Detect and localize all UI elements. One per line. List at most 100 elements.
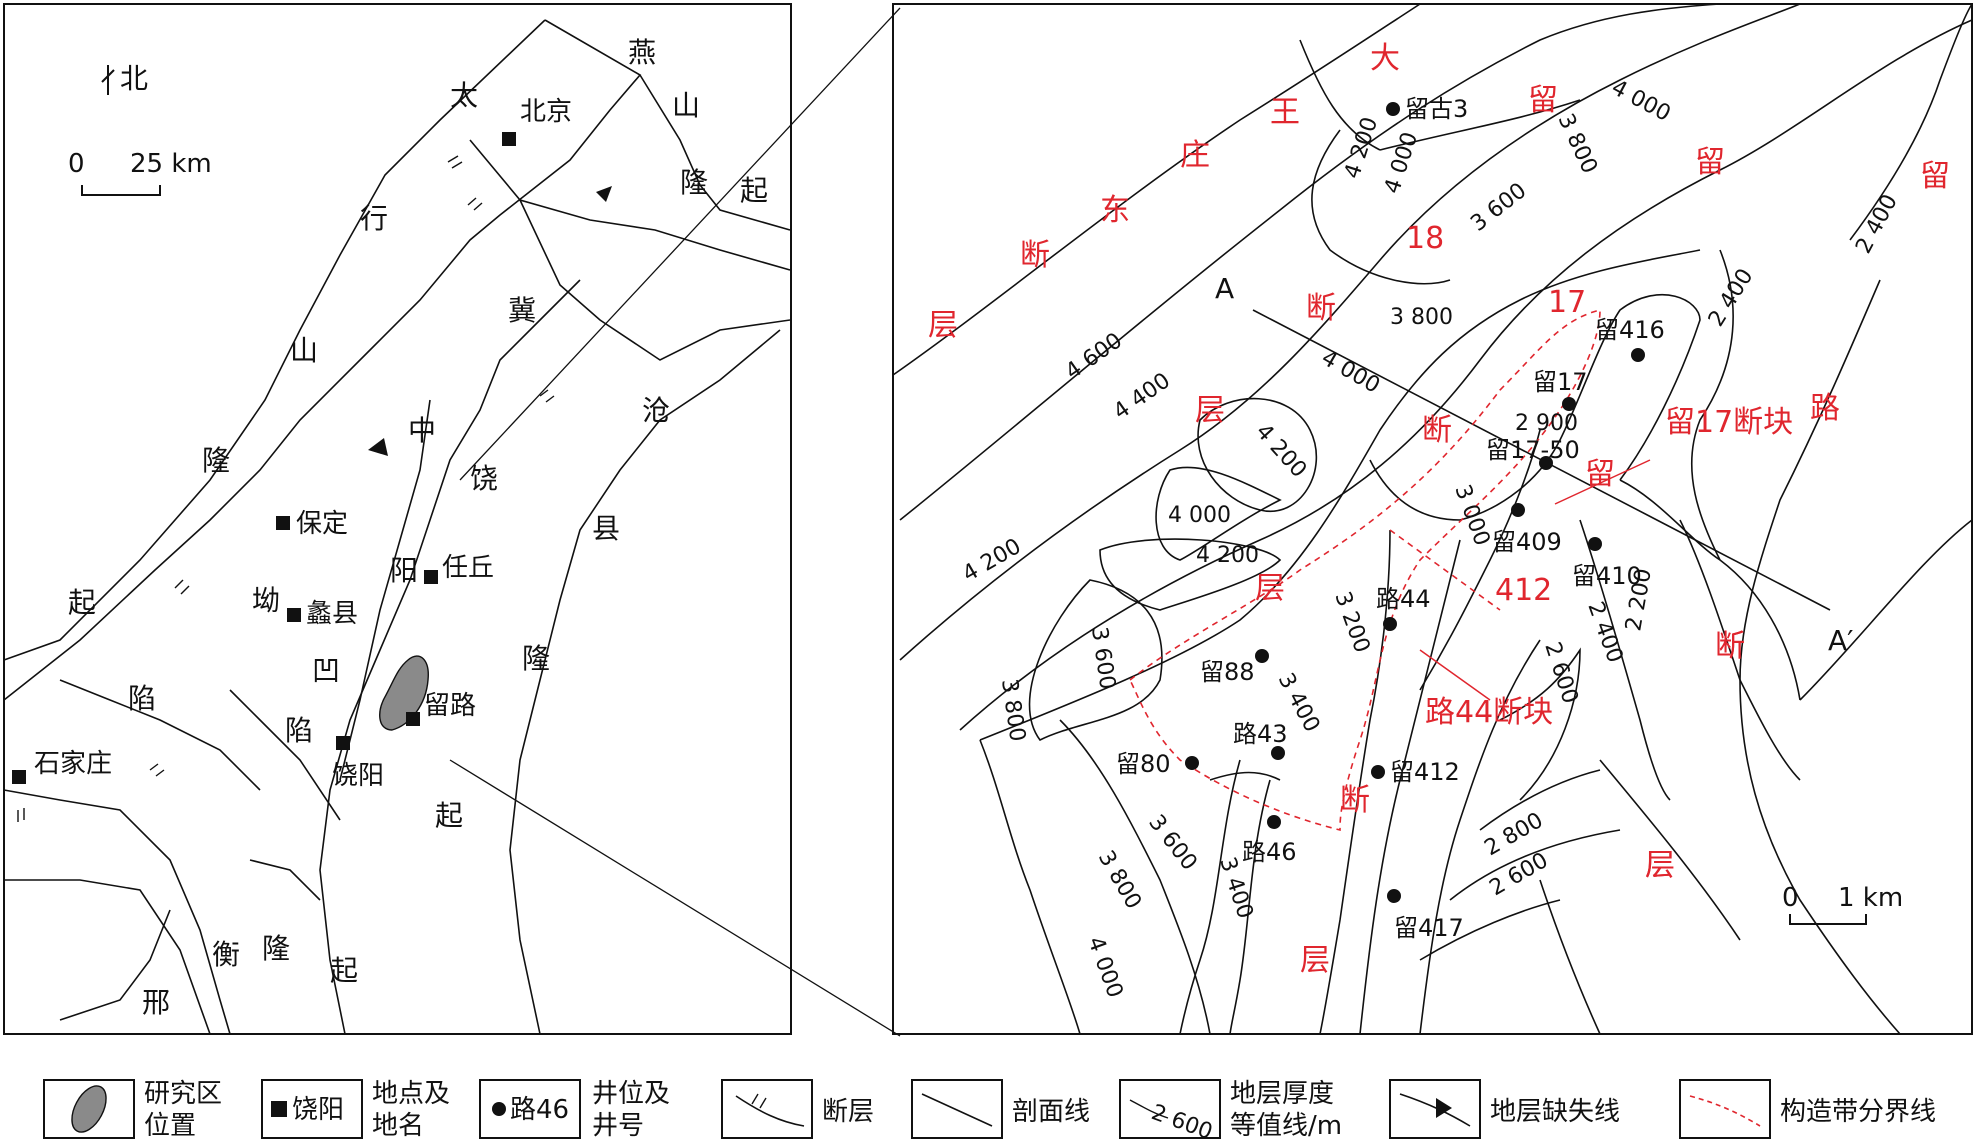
contour-value: 3 600 xyxy=(1086,625,1120,691)
region-char: 山 xyxy=(290,334,318,367)
strata-missing-icon xyxy=(596,186,612,202)
contour-icon xyxy=(1129,1099,1169,1119)
contour-value: 2 900 xyxy=(1515,411,1578,436)
fault-label: 留 xyxy=(1585,457,1615,492)
regional-cities: 北京 保定 任丘 蠡县 饶阳 留路 石家庄 xyxy=(12,97,572,791)
inset-connector-line xyxy=(459,7,901,481)
fault-icon xyxy=(735,1095,805,1127)
contour-value: 2 400 xyxy=(1851,190,1903,257)
city-marker-icon xyxy=(424,570,438,584)
contour-value: 4 200 xyxy=(1251,419,1312,483)
fault-label: 断 xyxy=(1340,783,1370,818)
section-end: A′ xyxy=(1828,624,1854,657)
fault-label: 层 xyxy=(1300,943,1330,978)
well-label: 路46 xyxy=(1242,838,1297,866)
region-char: 沧 xyxy=(642,394,670,427)
region-char: 燕 xyxy=(628,36,656,69)
regional-scale-start: 0 xyxy=(68,149,85,179)
well-marker-icon xyxy=(1386,102,1400,116)
legend-label: 等值线/m xyxy=(1230,1111,1342,1141)
legend-sample: 路46 xyxy=(510,1095,569,1125)
legend-label: 剖面线 xyxy=(1012,1097,1090,1127)
contour-value: 4 000 xyxy=(1607,75,1674,127)
contour-value: 3 800 xyxy=(1553,110,1602,178)
inset-connector-line xyxy=(449,759,901,1037)
regional-scale-end: 25 km xyxy=(130,149,212,179)
north-label: 北 xyxy=(120,62,148,95)
contour-value: 2 400 xyxy=(1582,599,1627,667)
region-char: 陷 xyxy=(285,714,313,747)
contour-value: 4 200 xyxy=(959,534,1026,587)
city-label: 北京 xyxy=(520,97,572,127)
well-marker-icon xyxy=(1539,456,1553,470)
well-label: 留17-50 xyxy=(1486,436,1580,464)
contour-value: 2 400 xyxy=(1704,265,1759,332)
contour-value: 3 800 xyxy=(996,677,1030,743)
city-marker-icon xyxy=(336,736,350,750)
detail-map: A A′ 大 王 庄 东 断 层 留 18 断 层 断 层 17 断 层 留 4… xyxy=(892,3,1973,1035)
legend-item-well: 路46 井位及 井号 xyxy=(479,1079,670,1141)
city-label: 蠡县 xyxy=(306,599,358,629)
well-label: 留17 xyxy=(1533,368,1588,396)
city-label: 石家庄 xyxy=(34,749,112,779)
well-label: 留古3 xyxy=(1405,95,1468,123)
well-marker-icon xyxy=(1562,397,1576,411)
well-marker-icon xyxy=(1631,348,1645,362)
region-char: 隆 xyxy=(680,166,708,199)
fault-label: 断 xyxy=(1715,629,1745,664)
regional-north-arrow: 北 xyxy=(101,62,148,95)
strata-missing-icon xyxy=(1436,1098,1452,1118)
regional-fault-lines xyxy=(3,19,791,1035)
well-marker-icon xyxy=(1383,617,1397,631)
city-marker-icon xyxy=(287,608,301,622)
study-area-icon xyxy=(71,1085,107,1133)
city-label: 饶阳 xyxy=(332,761,384,791)
block-leader-line xyxy=(1554,459,1651,505)
fault-label: 断 xyxy=(1715,629,1745,664)
city-marker-icon xyxy=(271,1101,287,1117)
regional-scale-bar: 0 25 km xyxy=(68,149,212,196)
well-label: 留416 xyxy=(1595,316,1665,344)
legend-label: 地名 xyxy=(372,1111,424,1141)
detail-map-frame xyxy=(892,3,1973,1035)
legend-label: 构造带分界线 xyxy=(1780,1097,1936,1127)
region-char: 隆 xyxy=(202,444,230,477)
contour-value: 4 000 xyxy=(1168,503,1231,528)
legend-label: 地层厚度 xyxy=(1230,1079,1334,1109)
section-line-icon xyxy=(921,1093,993,1127)
region-char: 坳 xyxy=(252,584,280,617)
well-label: 路43 xyxy=(1233,720,1288,748)
regional-fault-ticks xyxy=(17,155,555,822)
city-marker-icon xyxy=(276,516,290,530)
fault-label: 留 xyxy=(1528,83,1558,118)
regional-region-labels: 太 行 山 隆 起 燕 山 隆 起 冀 中 饶 阳 坳 凹 陷 沧 县 隆 起 … xyxy=(68,36,768,1019)
region-char: 起 xyxy=(435,799,463,832)
fault-label: 层 xyxy=(1645,848,1675,883)
region-char: 中 xyxy=(408,414,436,447)
section-start: A xyxy=(1215,272,1234,305)
legend-sample: 饶阳 xyxy=(292,1095,344,1125)
contour-value: 3 800 xyxy=(1390,305,1453,330)
contour-value: 3 600 xyxy=(1466,178,1531,236)
city-label: 保定 xyxy=(296,509,348,539)
region-char: 起 xyxy=(330,954,358,987)
contour-value: 4 000 xyxy=(1317,346,1384,399)
detail-scale-end: 1 km xyxy=(1838,883,1903,913)
fault-label: 断 xyxy=(1306,291,1336,326)
fault-label: 东 xyxy=(1100,193,1130,228)
well-marker-icon xyxy=(492,1102,506,1116)
well-label: 路44 xyxy=(1376,585,1431,613)
well-marker-icon xyxy=(1371,765,1385,779)
block-label: 留17断块 xyxy=(1665,405,1793,440)
region-char: 阳 xyxy=(390,554,418,587)
boundary-icon xyxy=(1689,1095,1761,1127)
city-marker-icon xyxy=(502,132,516,146)
fault-label: 王 xyxy=(1270,95,1300,130)
legend: 研究区 位置 饶阳 地点及 地名 路46 井位及 井号 断层 xyxy=(43,1079,1936,1144)
well-marker-icon xyxy=(1387,889,1401,903)
contour-value: 4 000 xyxy=(1380,129,1423,197)
fault-label: 层 xyxy=(1645,848,1675,883)
fault-label: 庄 xyxy=(1180,138,1210,173)
region-char: 邢 xyxy=(142,986,170,1019)
